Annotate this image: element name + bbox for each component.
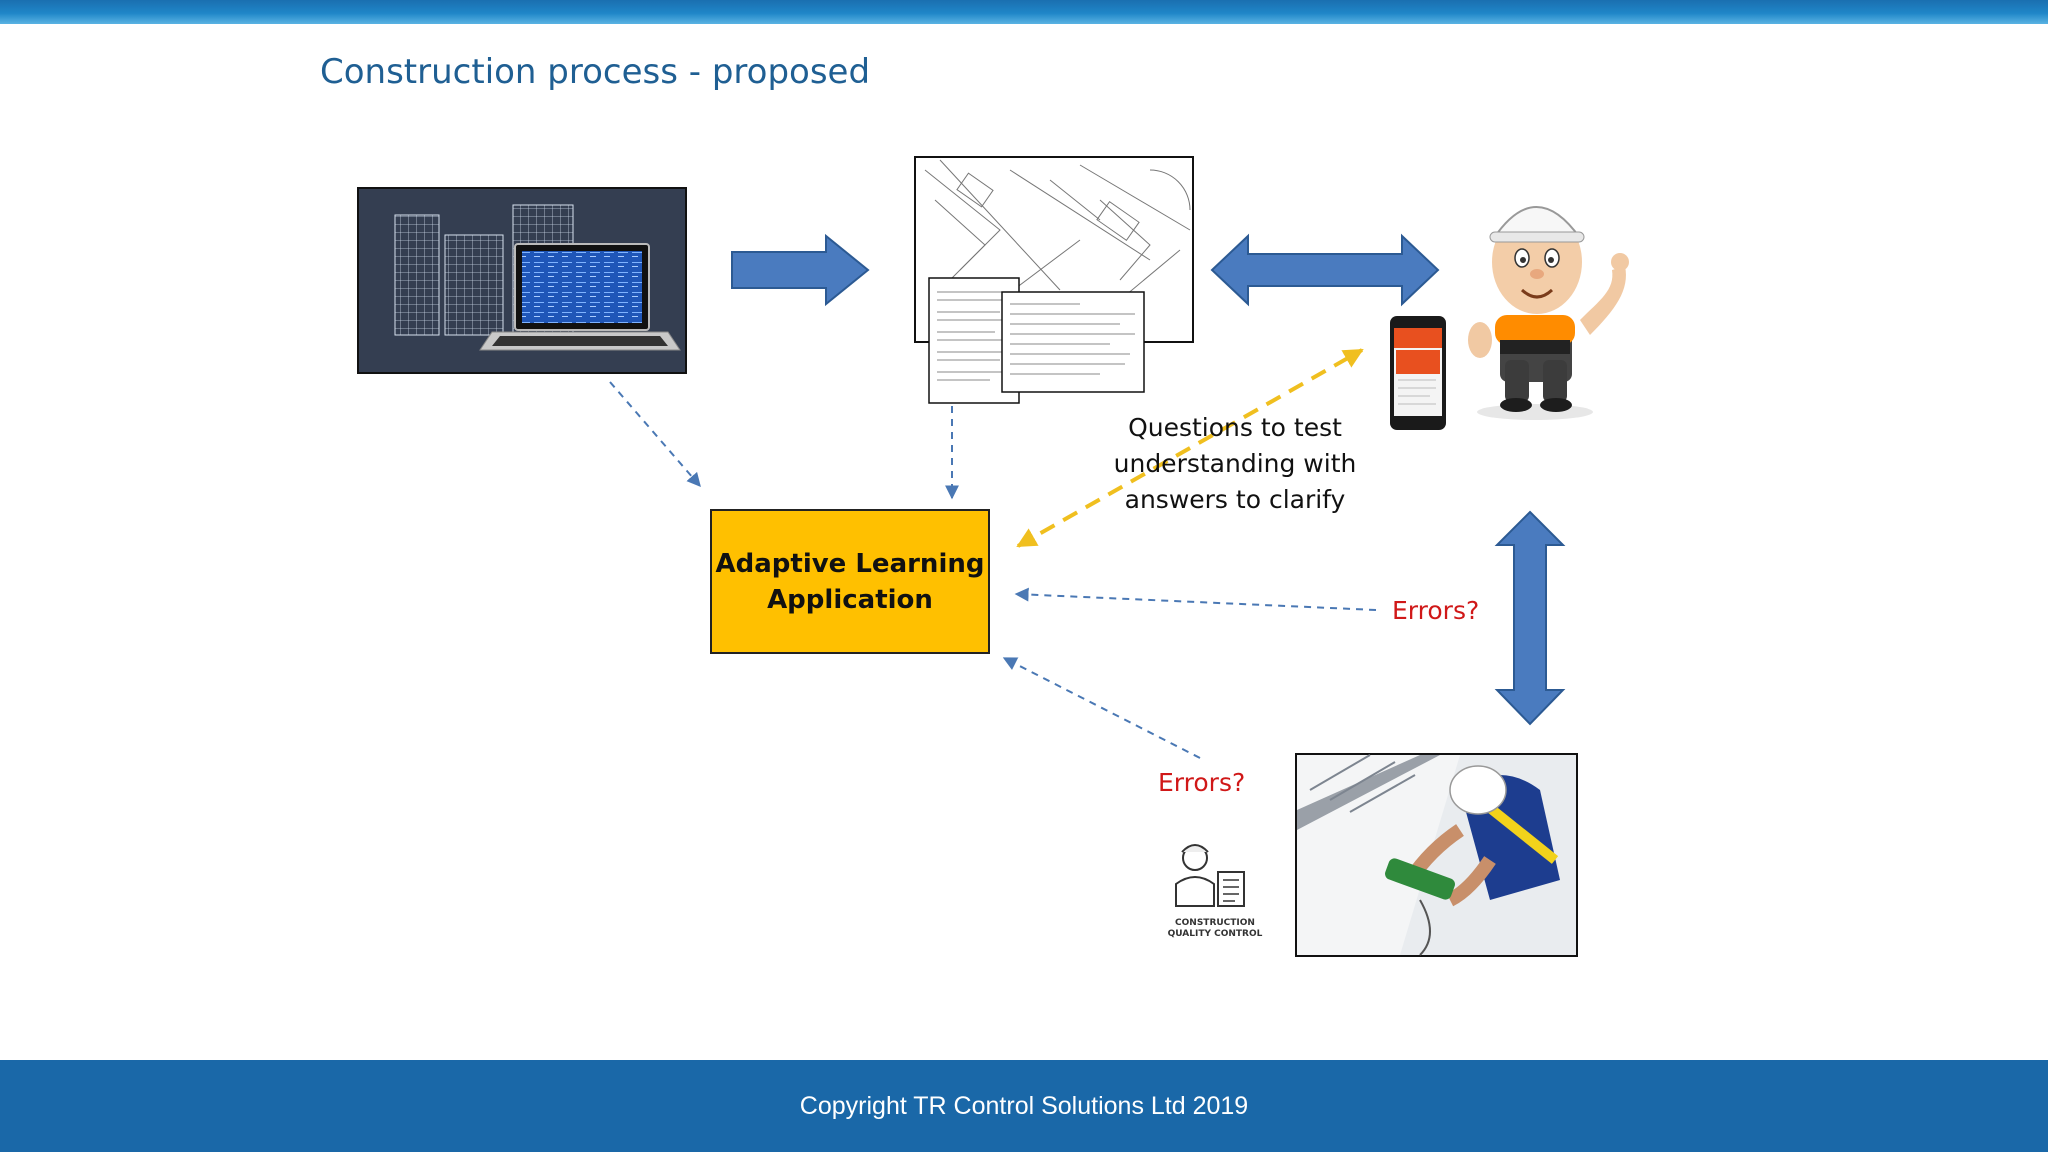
errors-label-2: Errors? [1158,768,1246,797]
roof-worker-photo [1295,753,1578,957]
questions-note: Questions to test understanding with ans… [1075,410,1395,518]
top-accent-bar [0,0,2048,24]
right-arrow [731,233,870,307]
dashed-arrow-errors-to-app-2 [1002,657,1201,759]
double-vertical-arrow [1494,510,1566,726]
qc-caption-line-2: QUALITY CONTROL [1167,929,1263,939]
errors-label-1: Errors? [1392,596,1480,625]
construction-worker-mascot [1468,206,1629,420]
note-line-2: understanding with [1113,449,1357,478]
laptop-buildings-image [357,187,687,374]
note-line-3: answers to clarify [1124,485,1346,514]
smartphone-icon [1390,316,1446,430]
dashed-arrow-errors-to-app-1 [1014,587,1377,611]
qc-caption: CONSTRUCTION QUALITY CONTROL [1160,918,1270,940]
quality-control-icon [1175,844,1245,907]
note-line-1: Questions to test [1128,413,1342,442]
copyright-text: Copyright TR Control Solutions Ltd 2019 [799,1091,1249,1120]
page-title: Construction process - proposed [320,52,871,92]
footer-bar: Copyright TR Control Solutions Ltd 2019 [0,1060,2048,1152]
dashed-arrow-design-to-app [609,381,701,488]
double-horizontal-arrow [1210,233,1440,307]
dashed-arrow-app-phone [1016,348,1364,548]
adaptive-learning-box [710,509,990,654]
drawings-documents-image [914,156,1194,404]
qc-caption-line-1: CONSTRUCTION [1175,918,1255,928]
